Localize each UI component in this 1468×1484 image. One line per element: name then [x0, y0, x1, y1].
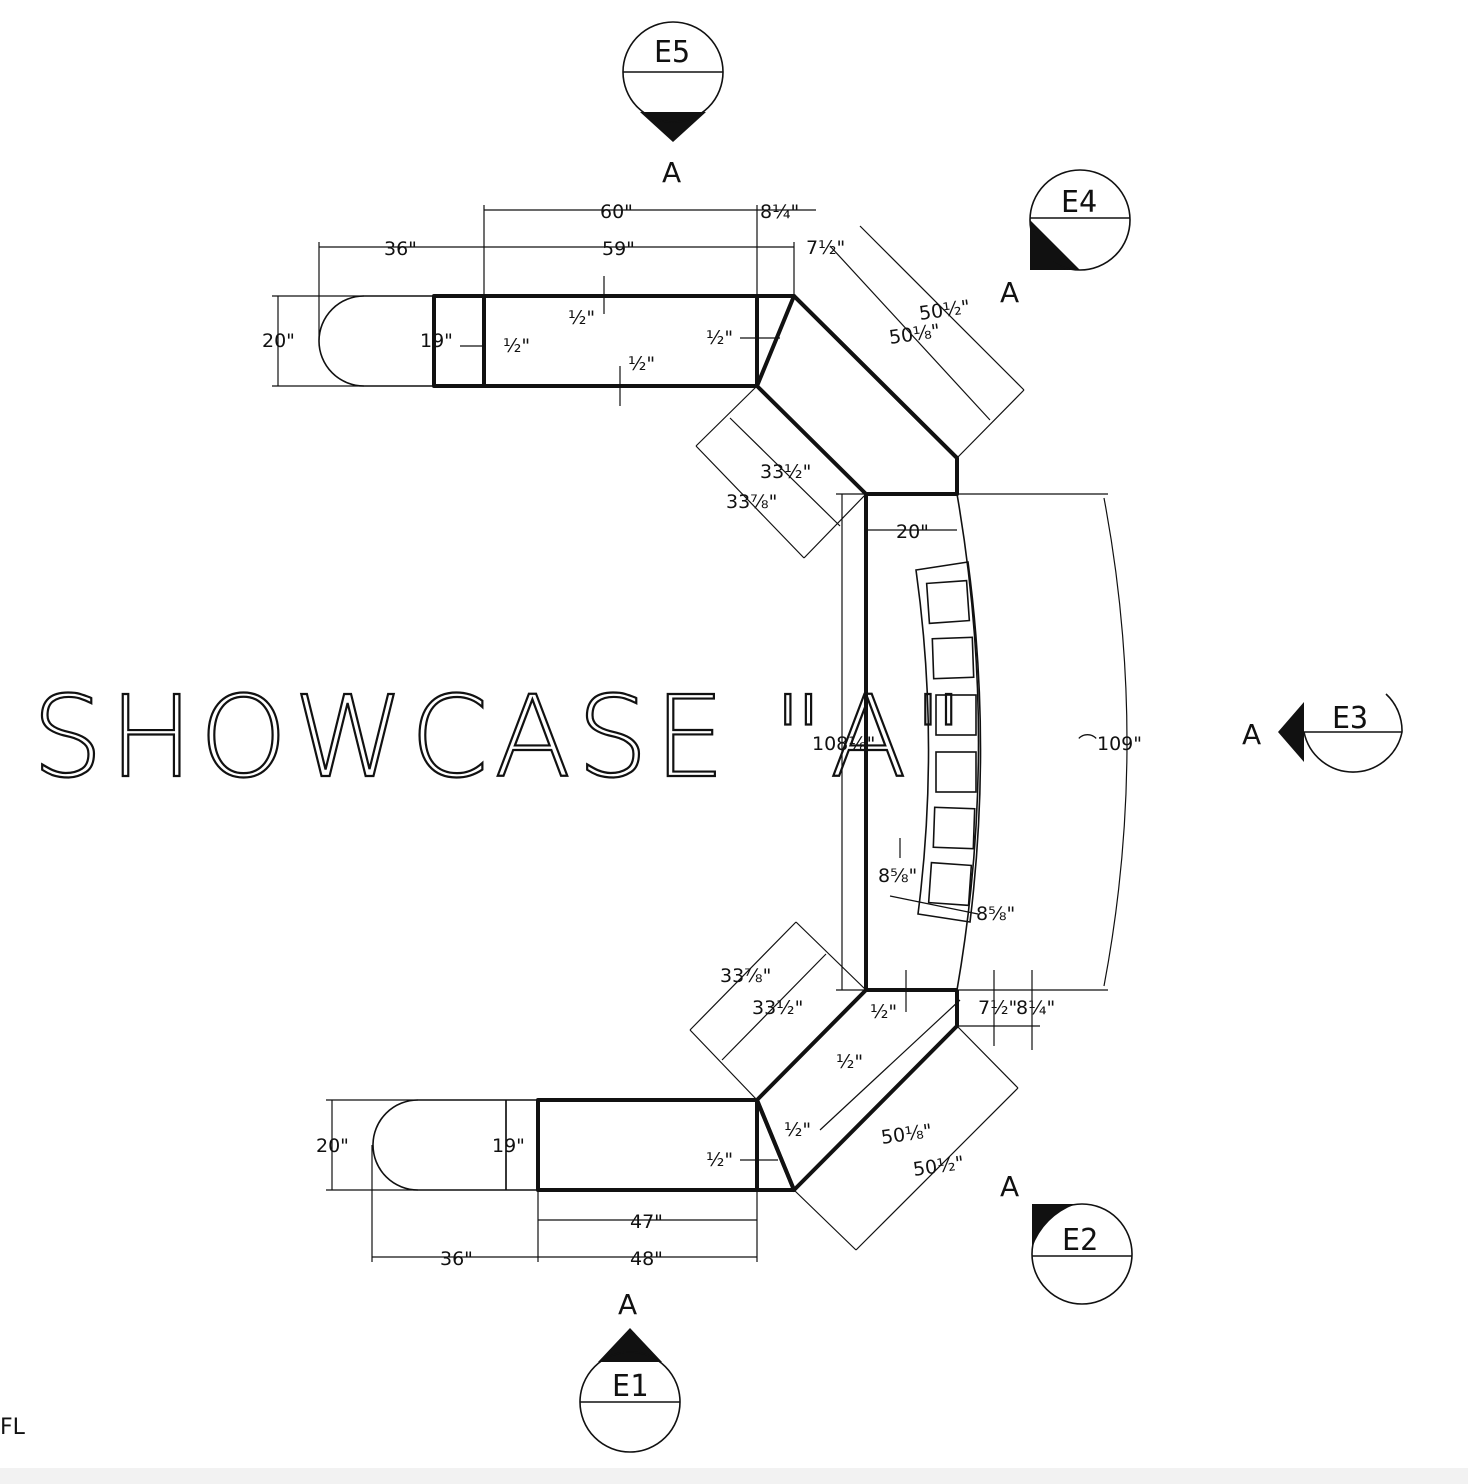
center-counter [864, 492, 982, 992]
dim-8-quarter-top: 8¼" [760, 201, 799, 223]
dim-half-top-4: ½" [706, 327, 733, 349]
top-straight-counter [432, 294, 796, 388]
dim-8-five-eighth-b: 8⅝" [976, 903, 1015, 925]
dimension-lines [272, 205, 1128, 1262]
dim-108-eighth: 108⅛" [812, 733, 875, 755]
dim-20-mid: 20" [896, 521, 929, 543]
dim-8-five-eighth-a: 8⅝" [878, 865, 917, 887]
dim-48: 48" [630, 1248, 663, 1270]
dim-59: 59" [602, 238, 635, 260]
dim-109-arc: ⌒109" [1078, 733, 1142, 755]
dim-half-top-3: ½" [628, 353, 655, 375]
dim-20-top: 20" [262, 330, 295, 352]
elevation-tag-e4[interactable]: E4 A [1000, 169, 1131, 309]
dim-20-bottom: 20" [316, 1135, 349, 1157]
dim-half-top-2: ½" [568, 307, 595, 329]
elevation-tag-e4-letter: A [1000, 276, 1019, 309]
dim-half-bottom-3: ½" [784, 1119, 811, 1141]
dim-7-half-top: 7½" [806, 237, 845, 259]
dim-36-bottom: 36" [440, 1248, 473, 1270]
dim-50-eighth-bottom: 50⅛" [880, 1120, 934, 1149]
dim-33-seven-eighth-top: 33⅞" [726, 491, 777, 513]
dim-50-half-top: 50½" [918, 296, 972, 325]
dim-47: 47" [630, 1211, 663, 1233]
bottom-strip [0, 1468, 1468, 1484]
elevation-tag-e4-id: E4 [1061, 185, 1097, 220]
dim-33-half-bottom: 33½" [752, 997, 803, 1019]
elevation-tag-e2[interactable]: E2 A [1000, 1170, 1133, 1305]
dim-33-seven-eighth-bottom: 33⅞" [720, 965, 771, 987]
dim-50-half-bottom: 50½" [912, 1152, 966, 1181]
dim-8-quarter-bottom: 8¼" [1016, 997, 1055, 1019]
elevation-tag-e3[interactable]: E3 A [1242, 693, 1403, 773]
window-frame [915, 561, 982, 923]
corner-label: FL [0, 1415, 26, 1440]
top-rounded-end [318, 295, 365, 387]
dim-50-eighth-top: 50⅛" [888, 320, 942, 349]
elevation-tag-e2-letter: A [1000, 1170, 1019, 1203]
elevation-tag-e1-letter: A [618, 1288, 637, 1321]
elevation-tag-e1-id: E1 [612, 1369, 648, 1404]
dim-7-half-bottom: 7½" [978, 997, 1017, 1019]
bottom-rounded-end [372, 1099, 419, 1191]
elevation-tag-e5[interactable]: E5 A [622, 21, 724, 189]
dim-half-top-1: ½" [503, 335, 530, 357]
elevation-tag-e1[interactable]: E1 A [579, 1288, 681, 1453]
dim-half-bottom-4: ½" [706, 1149, 733, 1171]
dim-33-half-top: 33½" [760, 461, 811, 483]
elevation-tag-e3-id: E3 [1332, 701, 1368, 736]
elevation-tag-e3-letter: A [1242, 718, 1261, 751]
dim-60: 60" [600, 201, 633, 223]
elevation-tag-e5-id: E5 [654, 35, 690, 70]
dim-19-bottom: 19" [492, 1135, 525, 1157]
showcase-title: SHOWCASE "A" [32, 673, 970, 803]
elevation-tag-e5-letter: A [662, 156, 681, 189]
top-wing [318, 294, 959, 496]
dim-36-top: 36" [384, 238, 417, 260]
dim-half-bottom-2: ½" [836, 1051, 863, 1073]
elevation-tag-e2-id: E2 [1062, 1223, 1098, 1258]
dim-19-top: 19" [420, 330, 453, 352]
dimension-labels: 60" 8¼" 36" 59" 7½" 20" 19" ½" ½" ½" ½" … [262, 201, 1142, 1270]
window-panes [925, 579, 977, 907]
dim-half-bottom-1: ½" [870, 1001, 897, 1023]
